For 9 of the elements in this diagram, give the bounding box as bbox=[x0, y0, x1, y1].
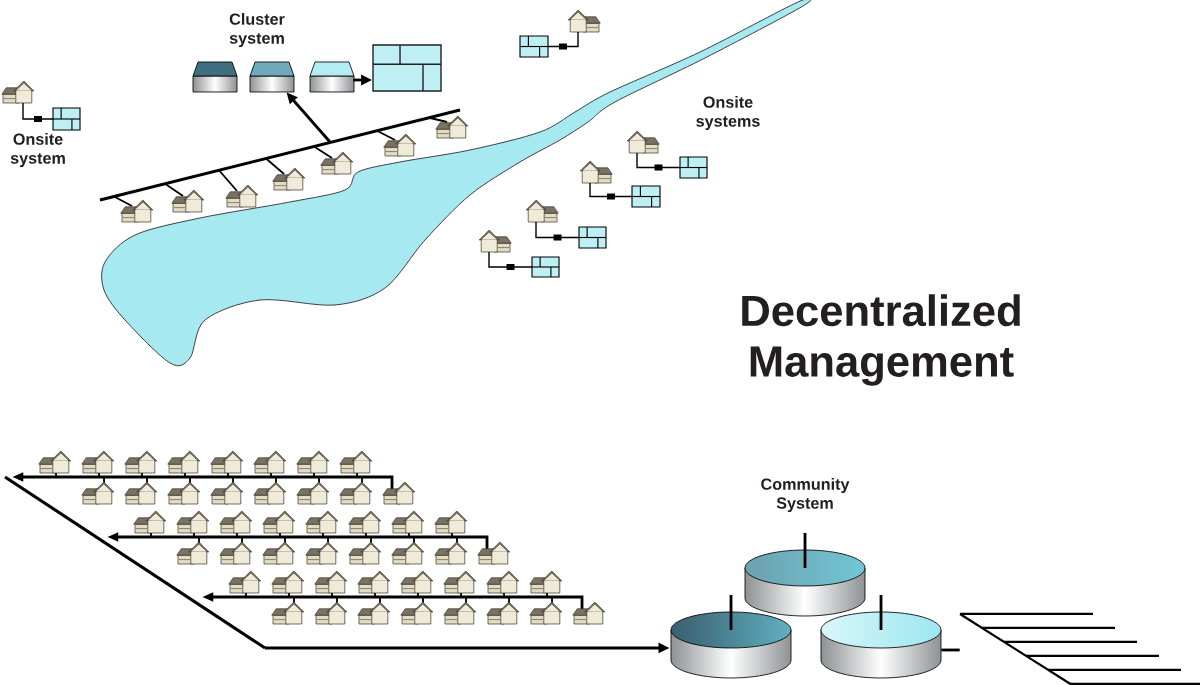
sewer-network-drawing bbox=[99, 108, 469, 223]
system-label: Onsite system bbox=[10, 133, 65, 167]
system-label: Community System bbox=[761, 478, 850, 512]
sewer-network-drawing bbox=[4, 450, 606, 650]
title: Decentralized Management bbox=[742, 294, 1020, 386]
system-label: Onsite systems bbox=[696, 96, 760, 130]
drainfield-drawing bbox=[959, 612, 1200, 685]
system-label: Cluster system bbox=[229, 13, 285, 47]
drainfield-icon bbox=[372, 44, 442, 92]
